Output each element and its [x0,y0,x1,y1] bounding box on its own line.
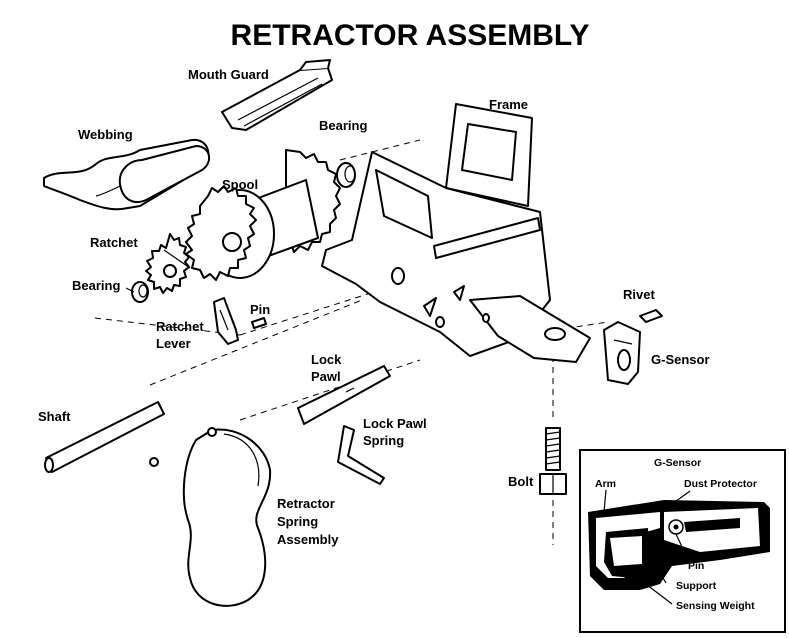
pin-part [251,317,267,329]
leader-lines [125,249,191,293]
label-lock-pawl-spring-line2: Spring [363,433,404,448]
lock-pawl-part [297,365,391,425]
label-bearing-left: Bearing [72,278,120,293]
inset-label-sensing-weight: Sensing Weight [676,600,755,612]
ratchet-lever-part [213,297,239,345]
frame-part [321,103,591,363]
g-sensor-inset: G-Sensor Arm Dust Protector Pin Support … [579,449,786,633]
inset-label-arm: Arm [595,478,616,490]
label-bolt: Bolt [508,474,534,489]
alignment-lines [94,139,609,545]
lock-pawl-spring-part [337,425,385,485]
spool-part [185,149,341,281]
label-ratchet: Ratchet [90,235,138,250]
webbing-part [43,138,211,211]
label-mouth-guard: Mouth Guard [188,67,269,82]
mouth-guard-part [221,59,333,131]
label-frame: Frame [489,97,528,112]
label-spool: Spool [222,177,258,192]
part-labels: Mouth Guard Frame Webbing Bearing Spool … [38,67,710,547]
bearing-top-part [336,162,356,188]
label-bearing-top: Bearing [319,118,367,133]
bearing-left-part [131,281,149,303]
label-ratchet-lever-line2: Lever [156,336,191,351]
retractor-spring-part [182,427,272,607]
label-ratchet-lever-line1: Ratchet [156,319,204,334]
label-retractor-spring-line2: Spring [277,514,318,529]
bolt-part [539,427,567,495]
label-rivet: Rivet [623,287,655,302]
diagram-title: RETRACTOR ASSEMBLY [231,19,590,52]
label-pin: Pin [250,302,270,317]
label-g-sensor: G-Sensor [651,352,710,367]
screw-part [149,457,159,467]
inset-label-dust-protector: Dust Protector [684,478,757,490]
inset-title: G-Sensor [654,457,701,469]
shaft-part [44,401,165,473]
label-webbing: Webbing [78,127,133,142]
label-shaft: Shaft [38,409,71,424]
inset-label-pin: Pin [688,560,704,572]
label-lock-pawl-spring-line1: Lock Pawl [363,416,427,431]
ratchet-part [145,233,190,294]
rivet-part [639,309,663,323]
label-retractor-spring-line1: Retractor [277,496,335,511]
inset-label-support: Support [676,580,717,592]
label-retractor-spring-line3: Assembly [277,532,339,547]
inset-sensor-drawing [588,489,770,605]
g-sensor-part [603,321,641,385]
label-lock-pawl-line2: Pawl [311,369,341,384]
label-lock-pawl-line1: Lock [311,352,342,367]
